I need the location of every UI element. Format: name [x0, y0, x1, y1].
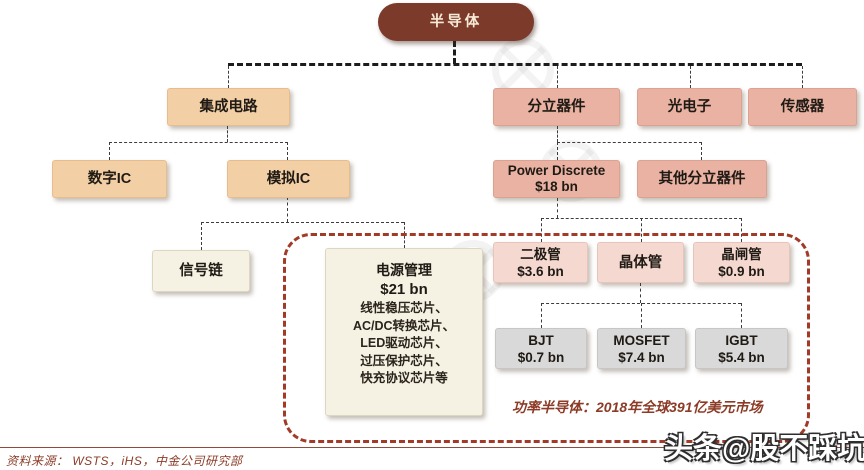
- node-bjt: BJT $0.7 bn: [495, 328, 587, 369]
- node-digital-ic: 数字IC: [52, 160, 167, 198]
- node-detail: LED驱动芯片、: [360, 336, 448, 350]
- connector-line: [741, 218, 742, 242]
- connector-line: [541, 303, 542, 328]
- node-other-discrete: 其他分立器件: [637, 160, 767, 198]
- connector-line: [109, 142, 110, 160]
- node-detail: 过压保护芯片、: [360, 353, 448, 368]
- connector-line: [557, 198, 558, 218]
- connector-line: [557, 142, 558, 160]
- node-detail: 线性稳压芯片、: [360, 301, 448, 315]
- connector-line: [287, 142, 288, 160]
- node-label: IGBT: [725, 332, 758, 348]
- node-value: $21 bn: [380, 281, 428, 298]
- connector-line: [228, 63, 802, 66]
- connector-line: [228, 66, 229, 88]
- node-value: $5.4 bn: [718, 349, 765, 365]
- node-power-management: 电源管理 $21 bn 线性稳压芯片、 AC/DC转换芯片、 LED驱动芯片、 …: [325, 248, 483, 416]
- power-semiconductor-group-outline: [283, 233, 810, 443]
- node-diode: 二极管 $3.6 bn: [493, 242, 588, 283]
- node-label: MOSFET: [613, 332, 670, 348]
- node-signal-chain: 信号链: [152, 250, 250, 292]
- watermark-badge: 头条@股不踩坑: [664, 433, 864, 465]
- connector-line: [227, 126, 228, 142]
- connector-line: [453, 41, 456, 64]
- node-mosfet: MOSFET $7.4 bn: [597, 328, 686, 369]
- source-note: 资料来源： WSTS，iHS，中金公司研究部: [6, 454, 243, 468]
- node-label: 光电子: [667, 99, 712, 115]
- node-discrete-devices: 分立器件: [493, 88, 620, 126]
- node-optoelectronics: 光电子: [637, 88, 742, 126]
- node-label: 分立器件: [527, 99, 586, 115]
- connector-line: [557, 126, 558, 142]
- connector-line: [201, 222, 404, 223]
- connector-line: [557, 142, 702, 143]
- node-detail: AC/DC转换芯片、: [352, 318, 456, 333]
- node-label: 传感器: [780, 99, 825, 115]
- node-value: $0.7 bn: [517, 349, 565, 365]
- node-label: 其他分立器件: [658, 171, 746, 187]
- connector-line: [201, 222, 202, 250]
- power-semiconductor-market-note: 功率半导体：2018年全球391亿美元市场: [512, 399, 763, 415]
- node-sensors: 传感器: [748, 88, 857, 126]
- node-label: 半导体: [429, 14, 483, 30]
- node-label: 模拟IC: [266, 171, 311, 187]
- node-value: $3.6 bn: [517, 263, 564, 279]
- connector-line: [641, 218, 642, 242]
- node-label: 数字IC: [87, 171, 132, 187]
- node-integrated-circuit: 集成电路: [167, 88, 290, 126]
- node-label: 晶闸管: [721, 246, 762, 262]
- node-semiconductor: 半导体: [378, 3, 534, 41]
- node-detail: 快充协议芯片等: [360, 371, 448, 385]
- node-value: $0.9 bn: [718, 263, 765, 279]
- node-label: 电源管理: [376, 262, 432, 278]
- node-label: 信号链: [179, 263, 223, 279]
- connector-line: [641, 303, 642, 328]
- node-transistor: 晶体管: [597, 242, 684, 283]
- node-power-discrete: Power Discrete $18 bn: [493, 160, 620, 198]
- connector-line: [802, 66, 803, 88]
- node-label: 二极管: [520, 246, 561, 262]
- divider-line: [0, 447, 864, 448]
- connector-line: [701, 142, 702, 160]
- node-analog-ic: 模拟IC: [227, 160, 350, 198]
- node-value: $18 bn: [535, 179, 578, 194]
- connector-line: [690, 66, 691, 88]
- node-igbt: IGBT $5.4 bn: [695, 328, 788, 369]
- node-thyristor: 晶闸管 $0.9 bn: [693, 242, 790, 283]
- connector-line: [640, 283, 641, 303]
- connector-line: [557, 66, 558, 88]
- node-label: Power Discrete: [507, 163, 606, 178]
- node-label: BJT: [528, 332, 554, 348]
- connector-line: [287, 197, 288, 222]
- connector-line: [741, 303, 742, 328]
- node-label: 集成电路: [199, 99, 258, 115]
- node-value: $7.4 bn: [618, 349, 665, 365]
- node-label: 晶体管: [618, 254, 663, 271]
- connector-line: [109, 142, 288, 143]
- connector-line: [541, 218, 542, 242]
